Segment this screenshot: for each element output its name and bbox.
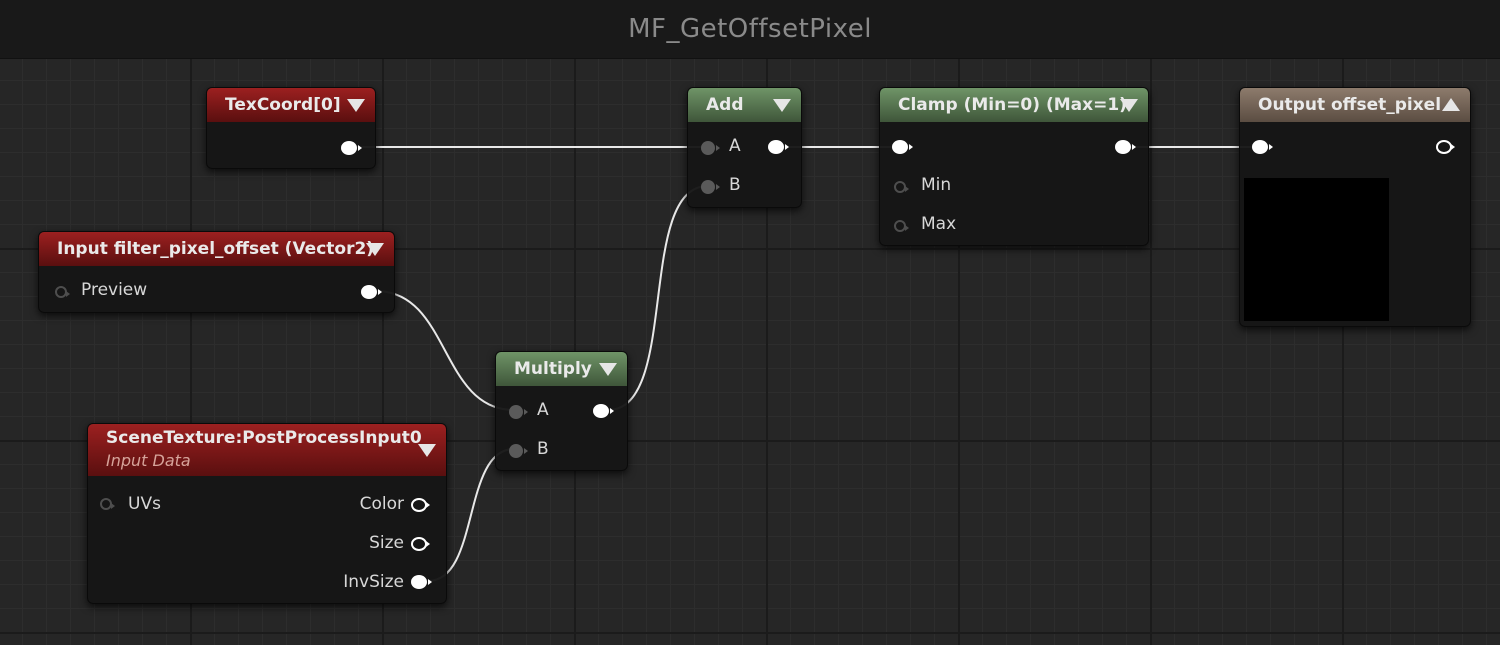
pin-label-uvs: UVs: [128, 494, 161, 514]
pin-label-a: A: [537, 400, 549, 420]
node-header[interactable]: Input filter_pixel_offset (Vector2): [39, 232, 394, 266]
node-preview-thumbnail: [1244, 178, 1389, 321]
clamp-output-pin[interactable]: [1115, 140, 1136, 154]
node-input-filter-pixel-offset[interactable]: Input filter_pixel_offset (Vector2) Prev…: [38, 231, 395, 313]
pin-label-color: Color: [359, 494, 404, 514]
add-a-input-pin[interactable]: [701, 141, 720, 155]
node-add[interactable]: Add A B: [687, 87, 802, 208]
node-multiply[interactable]: Multiply A B: [495, 351, 628, 471]
min-input-pin[interactable]: [894, 181, 909, 193]
pin-label-invsize: InvSize: [343, 572, 404, 592]
multiply-a-input-pin[interactable]: [509, 405, 528, 419]
node-title: SceneTexture:PostProcessInput0: [106, 428, 422, 448]
size-output-pin[interactable]: [411, 537, 430, 551]
multiply-b-input-pin[interactable]: [509, 444, 528, 458]
wire-multiply-to-add-b[interactable]: [607, 185, 709, 411]
chevron-down-icon[interactable]: [418, 444, 436, 457]
add-output-pin[interactable]: [768, 140, 789, 154]
node-title: Input filter_pixel_offset (Vector2): [57, 239, 375, 259]
node-title: TexCoord[0]: [225, 95, 341, 115]
chevron-up-icon[interactable]: [1442, 98, 1460, 111]
node-output-offset-pixel[interactable]: Output offset_pixel: [1239, 87, 1471, 327]
graph-title: MF_GetOffsetPixel: [628, 14, 872, 44]
pin-label-preview: Preview: [81, 280, 148, 300]
pin-label-size: Size: [369, 533, 404, 553]
preview-input-pin[interactable]: [55, 286, 70, 298]
graph-title-bar: MF_GetOffsetPixel: [0, 0, 1500, 59]
clamp-input-pin[interactable]: [892, 140, 913, 154]
node-header[interactable]: Multiply: [496, 352, 627, 386]
chevron-down-icon[interactable]: [1120, 99, 1138, 112]
node-header[interactable]: TexCoord[0]: [207, 88, 375, 122]
output-pin[interactable]: [341, 141, 362, 155]
multiply-output-pin[interactable]: [593, 404, 614, 418]
chevron-down-icon[interactable]: [347, 99, 365, 112]
output-result-pin[interactable]: [1436, 140, 1455, 154]
max-input-pin[interactable]: [894, 220, 909, 232]
invsize-output-pin[interactable]: [411, 575, 432, 589]
node-title: Add: [706, 95, 744, 115]
node-header[interactable]: Clamp (Min=0) (Max=1): [880, 88, 1148, 122]
output-pin[interactable]: [361, 285, 382, 299]
node-subtitle: Input Data: [106, 451, 191, 470]
node-title: Output offset_pixel: [1258, 95, 1442, 115]
node-header[interactable]: Output offset_pixel: [1240, 88, 1470, 122]
node-title: Clamp (Min=0) (Max=1): [898, 95, 1127, 115]
node-texcoord[interactable]: TexCoord[0]: [206, 87, 376, 169]
node-header[interactable]: Add: [688, 88, 801, 122]
node-clamp[interactable]: Clamp (Min=0) (Max=1) Min Max: [879, 87, 1149, 246]
node-header[interactable]: SceneTexture:PostProcessInput0 Input Dat…: [88, 424, 446, 476]
wire-input-offset-to-multiply-a[interactable]: [375, 290, 515, 411]
chevron-down-icon[interactable]: [366, 243, 384, 256]
pin-label-max: Max: [921, 214, 957, 234]
pin-label-b: B: [729, 175, 741, 195]
pin-label-b: B: [537, 439, 549, 459]
add-b-input-pin[interactable]: [701, 180, 720, 194]
uvs-input-pin[interactable]: [100, 498, 115, 510]
node-scene-texture[interactable]: SceneTexture:PostProcessInput0 Input Dat…: [87, 423, 447, 604]
chevron-down-icon[interactable]: [773, 99, 791, 112]
pin-label-a: A: [729, 136, 741, 156]
output-input-pin[interactable]: [1252, 140, 1273, 154]
pin-label-min: Min: [921, 175, 952, 195]
node-title: Multiply: [514, 359, 592, 379]
color-output-pin[interactable]: [411, 498, 430, 512]
chevron-down-icon[interactable]: [599, 363, 617, 376]
